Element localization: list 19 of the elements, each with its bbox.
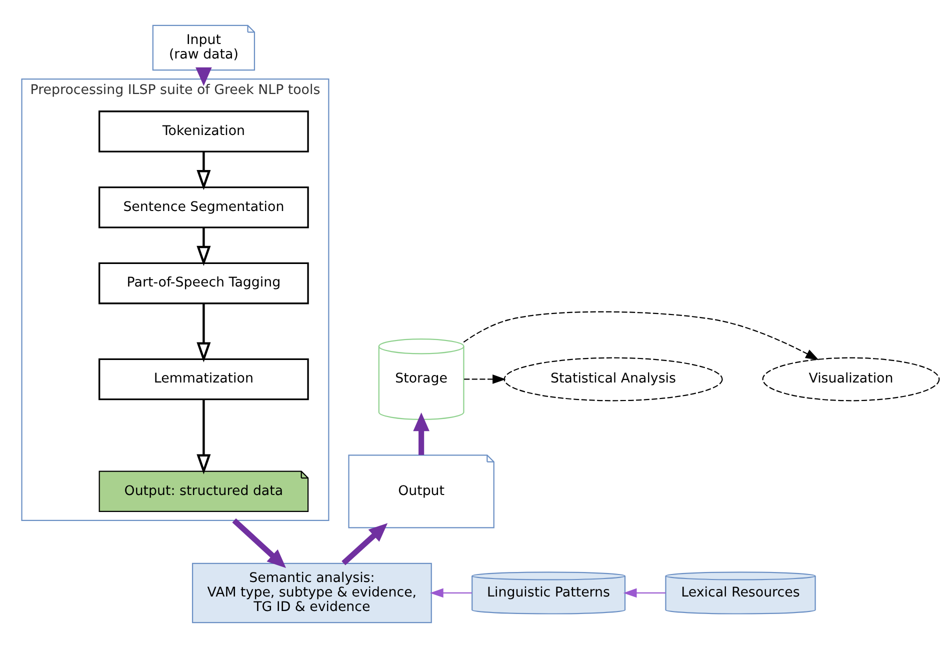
arrow: [464, 374, 506, 384]
arrow: [196, 152, 211, 190]
arrow: [232, 518, 286, 568]
node-box: Lemmatization: [98, 358, 309, 400]
arrow: [196, 228, 211, 266]
node-box: Semantic analysis: VAM type, subtype & evidence, TG ID & evidence: [192, 562, 432, 624]
node-box: Sentence Segmentation: [98, 186, 309, 228]
arrow: [463, 311, 819, 360]
arrow: [623, 588, 666, 598]
node-ellipse: Visualization: [762, 357, 940, 402]
arrow: [196, 67, 212, 86]
node-ellipse: Statistical Analysis: [504, 357, 723, 402]
node-box: Part-of-Speech Tagging: [98, 262, 309, 304]
node-box: Tokenization: [98, 110, 309, 152]
arrow: [430, 588, 472, 598]
arrow: [196, 304, 211, 362]
arrow: [342, 523, 388, 566]
arrow: [196, 400, 211, 474]
arrow: [413, 412, 430, 455]
